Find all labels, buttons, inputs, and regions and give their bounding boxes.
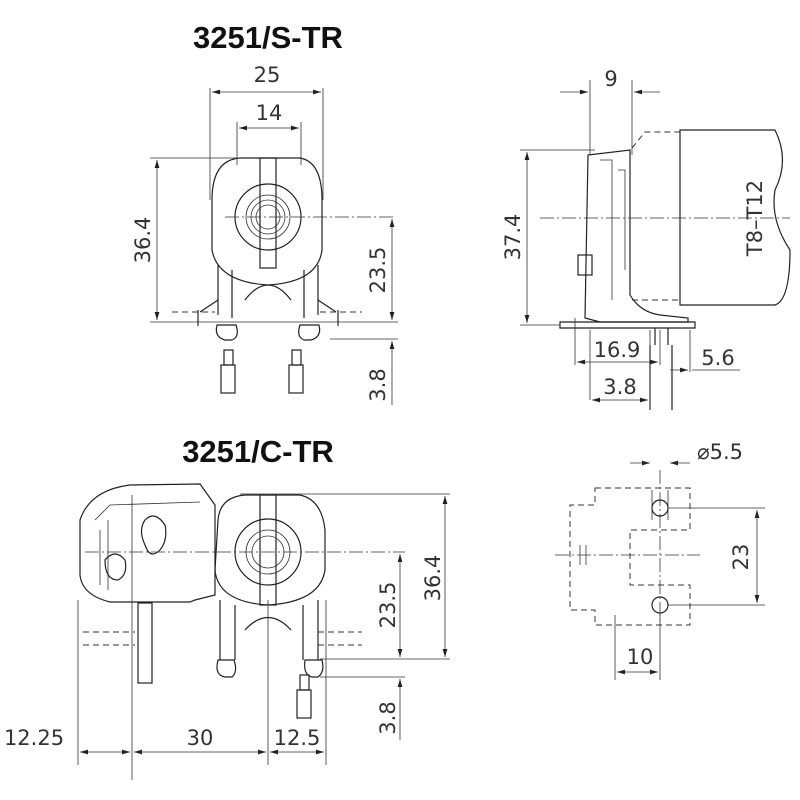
dim-c-left: 12.25 <box>4 726 64 750</box>
dim-side-pin: 3.8 <box>603 375 636 399</box>
dim-hole-offset: 10 <box>627 645 654 669</box>
dim-side-offset: 5.6 <box>701 346 734 370</box>
dim-side-base: 16.9 <box>594 338 641 362</box>
dim-side-height: 37.4 <box>501 214 525 261</box>
title-s-tr: 3251/S-TR <box>193 20 343 55</box>
dim-s-contact-spacing: 14 <box>256 101 283 125</box>
mounting-footprint: ⌀5.5 23 10 <box>555 440 765 680</box>
title-c-tr: 3251/C-TR <box>182 434 334 469</box>
dim-s-center-height: 23.5 <box>366 247 390 294</box>
dim-side-depth: 9 <box>604 67 617 91</box>
dim-c-middle: 30 <box>187 726 214 750</box>
c-tr-front-view: 36.4 23.5 3.8 12.25 30 12.5 <box>4 483 450 780</box>
dim-c-center-height: 23.5 <box>376 582 400 629</box>
dim-c-pin-length: 3.8 <box>376 701 400 734</box>
dim-hole-spacing: 23 <box>729 544 753 571</box>
dim-c-right: 12.5 <box>274 726 321 750</box>
s-tr-front-view: 25 14 36.4 23.5 3.8 <box>131 63 398 405</box>
dim-s-pin-length: 3.8 <box>366 368 390 401</box>
dim-hole-diameter: ⌀5.5 <box>697 440 743 464</box>
label-tube-size: T8–T12 <box>743 180 767 257</box>
s-tr-side-view: 9 37.4 T8–T12 16.9 3.8 5.6 <box>501 67 791 410</box>
dim-s-width: 25 <box>254 63 281 87</box>
dim-s-height: 36.4 <box>131 217 155 264</box>
dim-c-height: 36.4 <box>421 555 445 602</box>
